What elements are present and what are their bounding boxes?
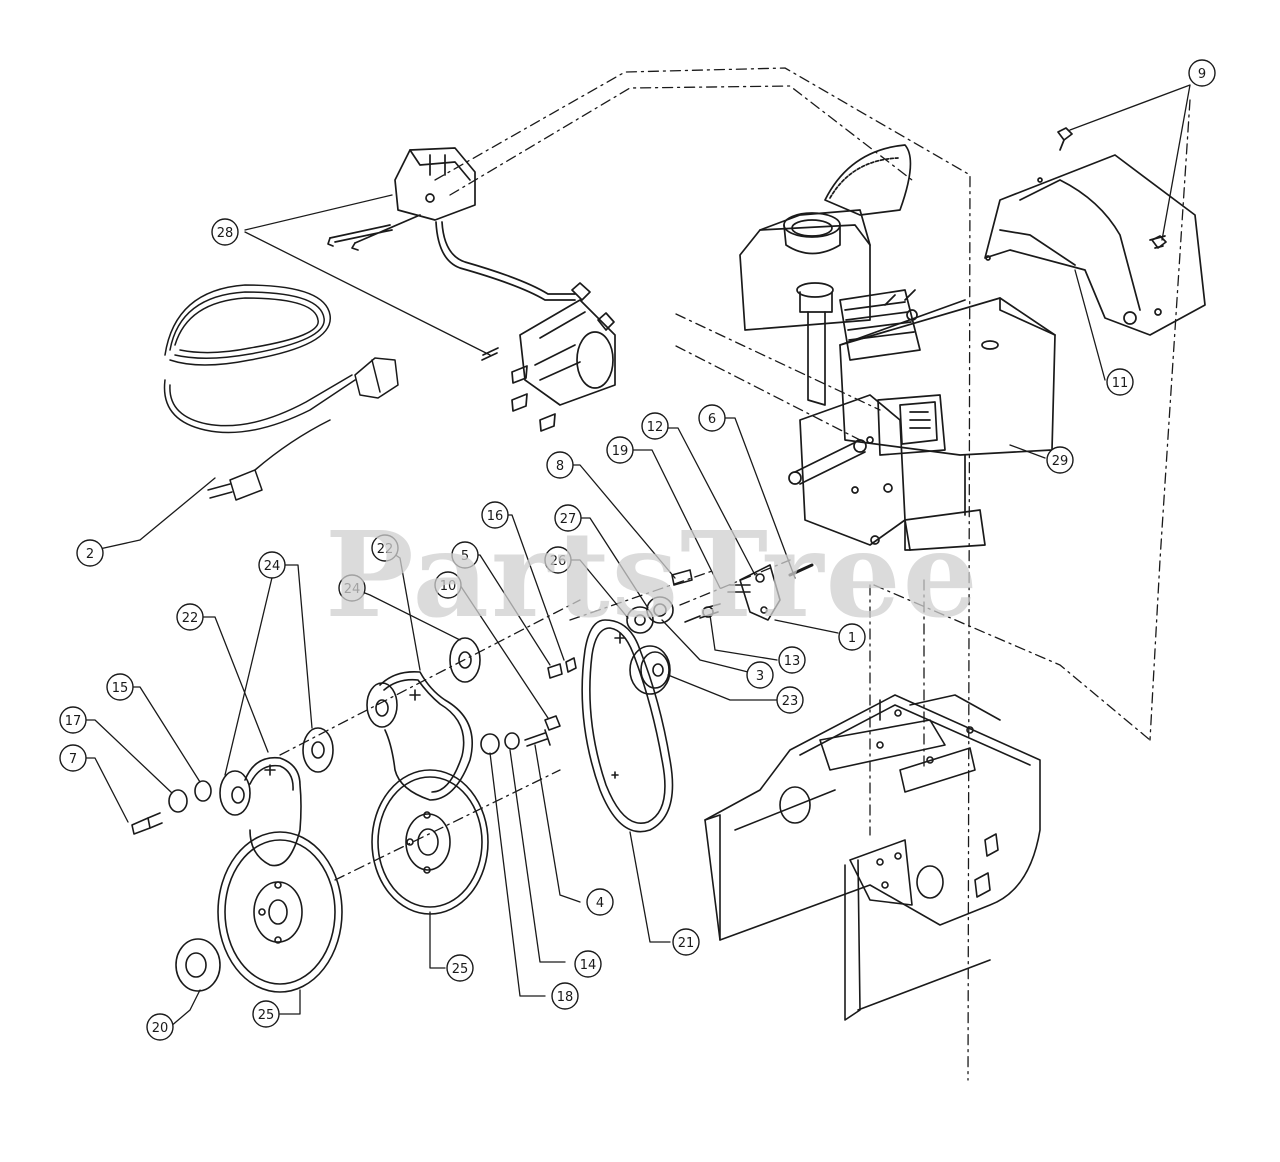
callout-6[interactable]: 6 — [698, 404, 726, 432]
callout-18[interactable]: 18 — [551, 982, 579, 1010]
callout-17[interactable]: 17 — [59, 706, 87, 734]
callout-29[interactable]: 29 — [1046, 446, 1074, 474]
callout-27[interactable]: 27 — [554, 504, 582, 532]
callout-4[interactable]: 4 — [586, 888, 614, 916]
callout-label: 12 — [647, 420, 664, 435]
callout-label: 9 — [1198, 67, 1206, 82]
callout-label: 19 — [612, 444, 629, 459]
callout-label: 7 — [69, 752, 77, 767]
callout-20[interactable]: 20 — [146, 1013, 174, 1041]
callout-11[interactable]: 11 — [1106, 368, 1134, 396]
callout-label: 24 — [264, 559, 281, 574]
callout-label: 22 — [377, 542, 394, 557]
callout-label: 20 — [152, 1021, 169, 1036]
callout-13[interactable]: 13 — [778, 646, 806, 674]
leader-lines — [72, 84, 1191, 1028]
callout-19[interactable]: 19 — [606, 436, 634, 464]
callout-label: 18 — [557, 990, 574, 1005]
callout-7[interactable]: 7 — [59, 744, 87, 772]
callout-label: 21 — [678, 936, 695, 951]
callout-22[interactable]: 22 — [176, 603, 204, 631]
callout-23[interactable]: 23 — [776, 686, 804, 714]
callout-label: 8 — [556, 459, 564, 474]
belt-cover — [984, 127, 1206, 336]
callout-2[interactable]: 2 — [76, 539, 104, 567]
callout-label: 6 — [708, 412, 716, 427]
callout-14[interactable]: 14 — [574, 950, 602, 978]
callout-label: 17 — [65, 714, 82, 729]
drive-pulleys — [131, 632, 626, 993]
extension-cord — [163, 284, 399, 501]
callout-label: 22 — [182, 611, 199, 626]
callout-label: 11 — [1112, 376, 1129, 391]
callout-21[interactable]: 21 — [672, 928, 700, 956]
electric-starter — [327, 147, 616, 432]
frame-assembly — [704, 694, 1041, 1021]
callout-5[interactable]: 5 — [451, 541, 479, 569]
callout-label: 1 — [848, 631, 856, 646]
callout-28[interactable]: 28 — [211, 218, 239, 246]
callout-22[interactable]: 22 — [371, 534, 399, 562]
callout-label: 26 — [550, 554, 567, 569]
callout-25[interactable]: 25 — [446, 954, 474, 982]
callout-label: 14 — [580, 958, 597, 973]
callout-label: 13 — [784, 654, 801, 669]
callout-26[interactable]: 26 — [544, 546, 572, 574]
callout-label: 10 — [440, 579, 457, 594]
callout-label: 16 — [487, 509, 504, 524]
callout-8[interactable]: 8 — [546, 451, 574, 479]
callout-10[interactable]: 10 — [434, 571, 462, 599]
callout-9[interactable]: 9 — [1188, 59, 1216, 87]
callout-label: 23 — [782, 694, 799, 709]
callout-label: 15 — [112, 681, 129, 696]
callout-label: 25 — [452, 962, 469, 977]
callout-12[interactable]: 12 — [641, 412, 669, 440]
callout-15[interactable]: 15 — [106, 673, 134, 701]
callout-label: 29 — [1052, 454, 1069, 469]
callouts: 9 28 11 29 2 6 12 19 8 27 26 16 5 10 22 … — [59, 59, 1216, 1041]
callout-label: 27 — [560, 512, 577, 527]
callout-label: 3 — [756, 669, 764, 684]
callout-24[interactable]: 24 — [338, 574, 366, 602]
callout-label: 25 — [258, 1008, 275, 1023]
callout-24[interactable]: 24 — [258, 551, 286, 579]
engine-assembly — [739, 144, 1056, 551]
callout-label: 24 — [344, 582, 361, 597]
assembly-dashed-lines — [279, 67, 1191, 1081]
callout-label: 5 — [461, 549, 469, 564]
callout-25[interactable]: 25 — [252, 1000, 280, 1028]
callout-1[interactable]: 1 — [838, 623, 866, 651]
callout-label: 2 — [86, 547, 94, 562]
callout-label: 4 — [596, 896, 604, 911]
callout-3[interactable]: 3 — [746, 661, 774, 689]
callout-16[interactable]: 16 — [481, 501, 509, 529]
callout-label: 28 — [217, 226, 234, 241]
